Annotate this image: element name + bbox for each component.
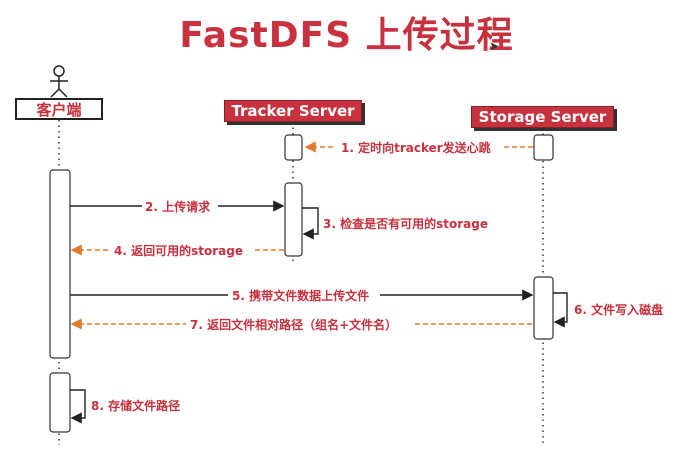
tracker-activation-1 <box>284 134 303 161</box>
message-8-label: 8. 存储文件路径 <box>91 398 180 413</box>
storage-activation-2 <box>533 276 554 340</box>
message-5-label: 5. 携带文件数据上传文件 <box>232 288 369 303</box>
user-actor-icon <box>50 65 68 98</box>
message-3-arrow <box>302 207 319 240</box>
message-6-label: 6. 文件写入磁盘 <box>574 302 663 317</box>
storage-server-box: Storage Server <box>471 106 614 128</box>
message-4-label: 4. 返回可用的storage <box>114 243 243 258</box>
message-1-label: 1. 定时向tracker发送心跳 <box>341 140 491 155</box>
message-8-arrow <box>70 389 86 424</box>
client-activation-1 <box>49 169 71 359</box>
tracker-activation-2 <box>284 182 303 257</box>
client-activation-2 <box>49 372 71 433</box>
tracker-server-box: Tracker Server <box>224 100 362 122</box>
message-7-label: 7. 返回文件相对路径（组名+文件名） <box>190 317 397 332</box>
storage-activation-1 <box>533 134 554 161</box>
client-actor-box: 客户端 <box>15 98 103 120</box>
message-6-arrow <box>553 292 568 328</box>
message-2-label: 2. 上传请求 <box>145 199 211 214</box>
page-title: FastDFS 上传过程 <box>179 15 514 56</box>
mouse-cursor-icon: ➤ <box>489 39 500 53</box>
message-3-label: 3. 检查是否有可用的storage <box>323 216 488 231</box>
